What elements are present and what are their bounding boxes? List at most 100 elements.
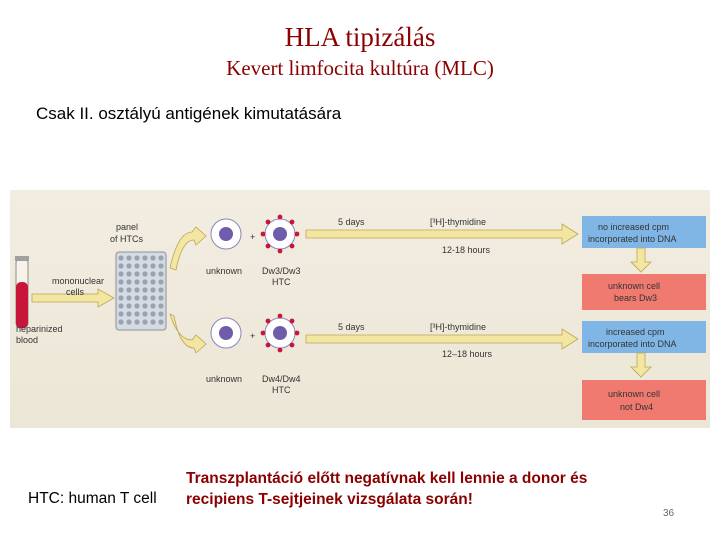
plate-well [158,271,164,277]
plate-well [134,279,140,285]
plate-well [158,287,164,293]
plate-well [118,255,124,261]
plate-well [134,311,140,317]
thymidine-row2: [³H]-thymidine [430,322,486,332]
transplant-note: Transzplantáció előtt negatívnak kell le… [186,468,587,510]
down-arrow-row1 [630,247,652,273]
plate-well [142,279,148,285]
plate-well [150,255,156,261]
plate-well [142,271,148,277]
page-number: 36 [663,508,675,519]
arrow-plate-to-row2 [169,313,207,354]
days-row2: 5 days [338,322,365,332]
htc-panel-plate [115,251,167,331]
plate-well [142,311,148,317]
heparinized-label-2: blood [16,335,38,345]
panel-label-1: panel [116,222,138,232]
plus-row1: + [250,232,255,242]
plate-well [142,255,148,261]
plate-well [158,263,164,269]
plate-well [134,271,140,277]
plate-well [150,271,156,277]
plate-well [126,311,132,317]
conclusion-box-row2 [582,380,706,420]
plate-well [118,287,124,293]
plate-well [126,319,132,325]
plate-well [126,271,132,277]
plate-well [118,263,124,269]
unknown-cell-row1 [210,218,242,250]
dw3-label: Dw3/Dw3 [262,266,301,276]
plate-well [134,319,140,325]
plate-well [158,311,164,317]
plate-well [142,303,148,309]
plate-well [134,263,140,269]
unknown-label-row1: unknown [206,266,242,276]
plate-well [118,295,124,301]
slide-subtitle: Kevert limfocita kultúra (MLC) [226,56,494,80]
transplant-note-line2: recipiens T-sejtjeinek vizsgálata során! [186,491,473,508]
result-box-row2 [582,321,706,353]
dw4-htc-label: HTC [272,385,291,395]
arrow-row1-incubation [305,223,579,245]
mlc-diagram: heparinized blood mononuclear cells pane… [10,190,710,428]
plate-well [150,319,156,325]
conclusion-row1-line1: unknown cell [608,281,660,291]
conclusion-row2-line2: not Dw4 [620,402,653,412]
plate-well [158,319,164,325]
plate-well [142,263,148,269]
plate-well [134,255,140,261]
plate-well [158,295,164,301]
panel-label-2: of HTCs [110,234,144,244]
plate-well [126,303,132,309]
slide-heading: Csak II. osztályú antigének kimutatására [36,104,342,123]
plate-well [150,263,156,269]
result-row1-line1: no increased cpm [598,222,669,232]
plate-well [158,255,164,261]
conclusion-box-row1 [582,274,706,310]
plate-well [118,319,124,325]
transplant-note-line1: Transzplantáció előtt negatívnak kell le… [186,470,588,487]
mononuclear-label-1: mononuclear [52,276,104,286]
arrow-plate-to-row1 [169,226,207,271]
plate-well [150,303,156,309]
plate-well [118,303,124,309]
blood-tube [15,256,29,329]
hours-row2: 12–18 hours [442,349,493,359]
plate-well [126,287,132,293]
unknown-cell-row2 [210,317,242,349]
plus-row2: + [250,331,255,341]
plate-well [126,279,132,285]
arrow-tube-to-plate [31,288,115,308]
plate-well [126,255,132,261]
plate-well [150,279,156,285]
arrow-row2-incubation [305,328,579,350]
plate-well [134,295,140,301]
dw4-label: Dw4/Dw4 [262,374,301,384]
dw4-htc-cell [260,313,300,353]
result-row1-line2: incorporated into DNA [588,234,677,244]
result-box-row1 [582,216,706,248]
plate-well [126,263,132,269]
unknown-label-row2: unknown [206,374,242,384]
result-row2-line1: increased cpm [606,327,665,337]
plate-well [126,295,132,301]
plate-well [134,287,140,293]
plate-well [150,311,156,317]
mononuclear-label-2: cells [66,287,85,297]
conclusion-row1-line2: bears Dw3 [614,293,657,303]
hours-row1: 12-18 hours [442,245,491,255]
result-row2-line2: incorporated into DNA [588,339,677,349]
plate-well [118,311,124,317]
plate-well [150,287,156,293]
plate-well [118,271,124,277]
plate-well [142,295,148,301]
dw3-htc-label: HTC [272,277,291,287]
plate-well [118,279,124,285]
plate-well [142,319,148,325]
thymidine-row1: [³H]-thymidine [430,217,486,227]
dw3-htc-cell [260,214,300,254]
plate-well [142,287,148,293]
down-arrow-row2 [630,352,652,378]
plate-well [150,295,156,301]
